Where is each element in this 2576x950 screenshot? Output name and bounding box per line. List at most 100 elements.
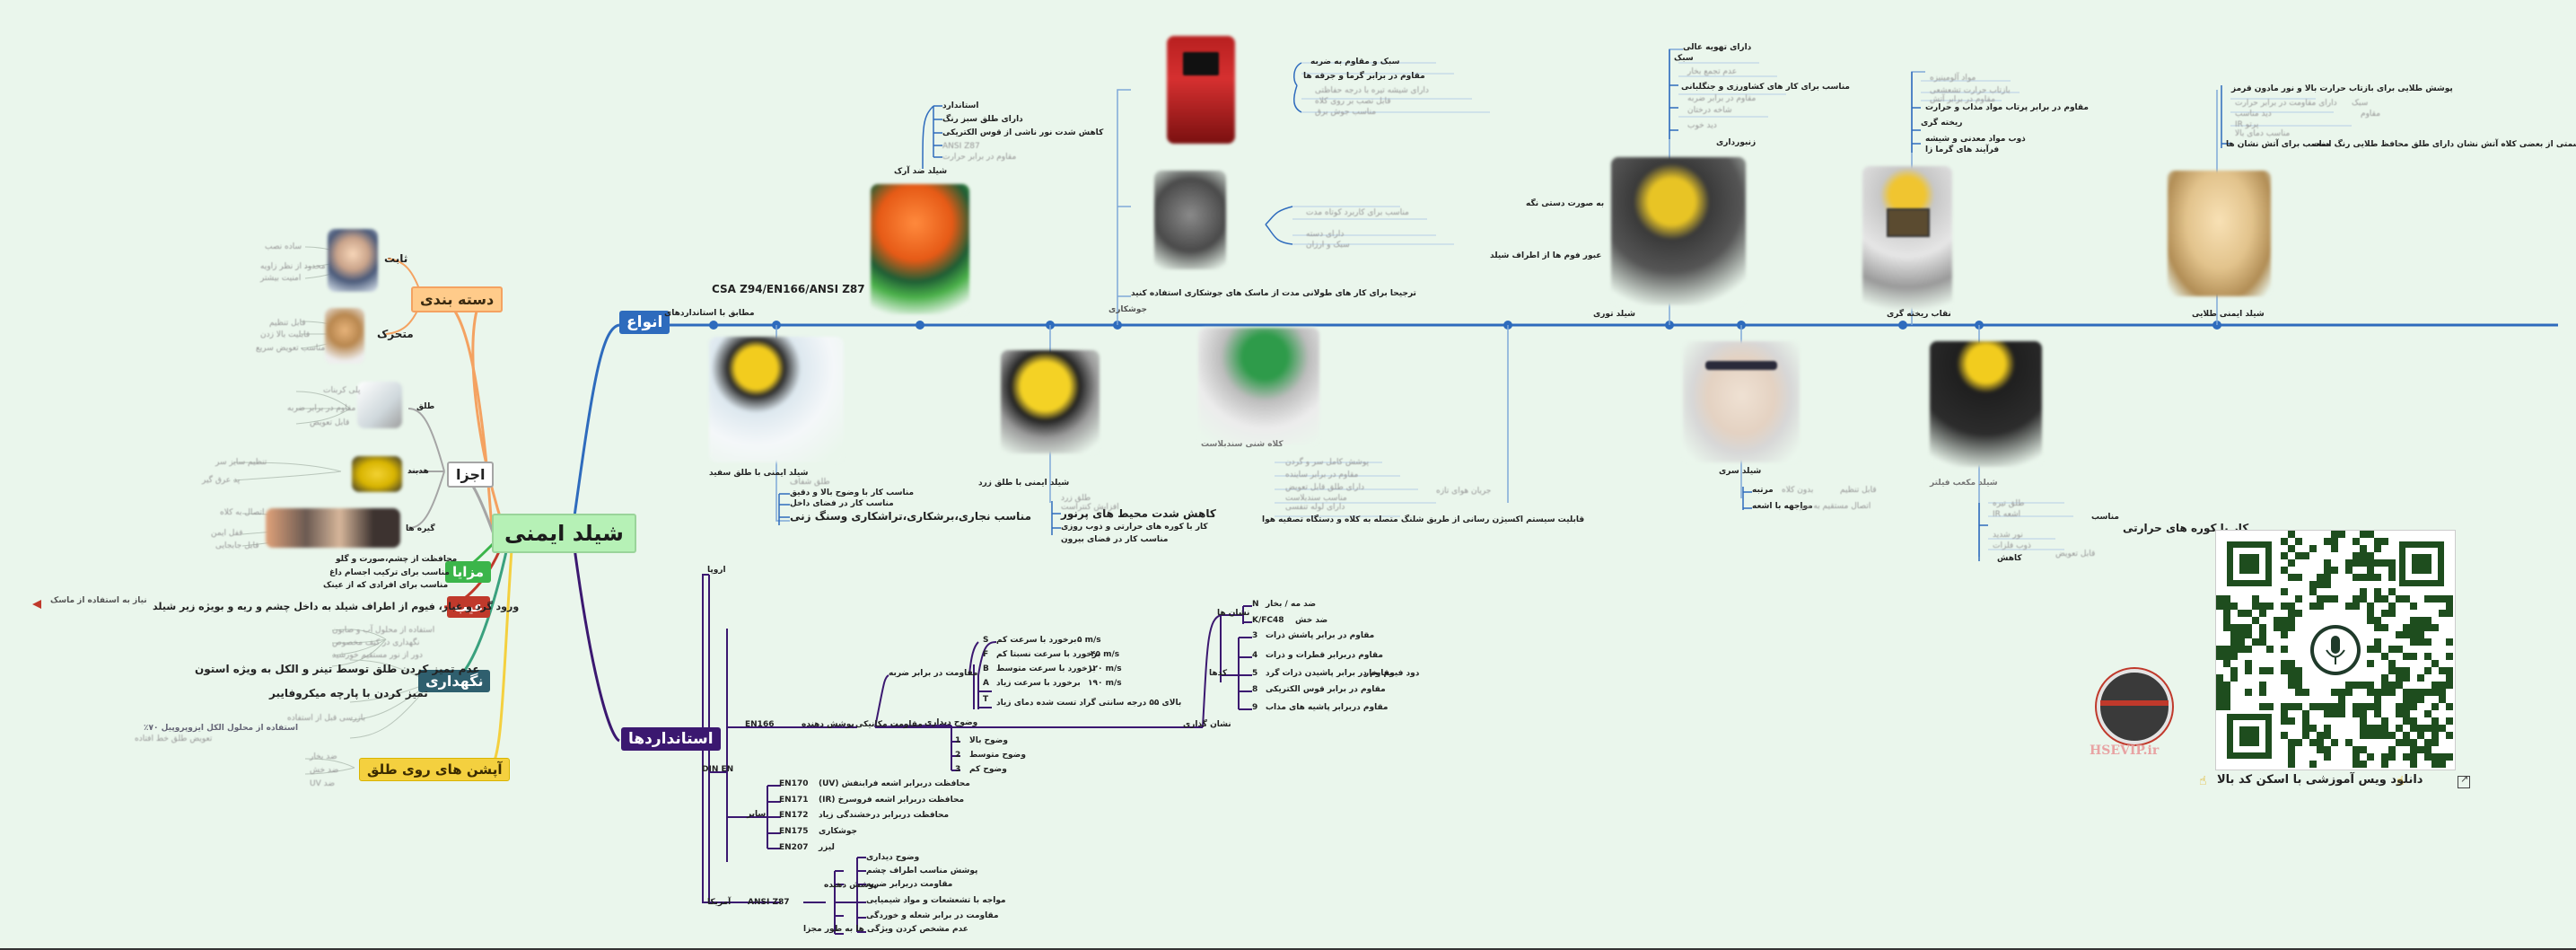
standards-marking: نشان گذاری xyxy=(1183,720,1231,729)
center-node: شیلد ایمنی xyxy=(492,514,636,553)
marking-desc-4: مقاوم دربرابر قطرات و ذرات xyxy=(1266,651,1383,660)
mesh-blur-2: مقاوم در برابر ضربه xyxy=(1687,94,1757,103)
clear-caption: شیلد ایمنی با طلق سفید xyxy=(709,469,809,478)
qr-code[interactable] xyxy=(2215,530,2456,770)
negahdari-blur-3: دور از نور مستقیم خورشید xyxy=(332,651,423,660)
sandblast-helmet-photo xyxy=(1198,328,1319,444)
marking-label-codes: کدها xyxy=(1209,669,1228,678)
melting-item-1: مقاوم در برابر پرتاب مواد مذاب و حرارت xyxy=(1925,103,2089,112)
headband-part-photo xyxy=(352,456,402,492)
arc-shield-photo xyxy=(871,184,969,314)
standards-impact: مقاومت در برابر ضربه xyxy=(889,669,978,678)
melting-blur-2: بازتاب حرارت تشعشعی xyxy=(1930,86,2011,95)
anva-standard-code: CSA Z94/EN166/ANSI Z87 xyxy=(712,283,865,295)
marking-code-8: 8 xyxy=(1252,685,1258,694)
gold-caption: شیلد ایمنی طلایی xyxy=(2192,310,2265,319)
standards-america: آمریکا xyxy=(707,898,732,907)
headband-blur-2: اتصال مستقیم به سر xyxy=(1800,502,1871,511)
en175-code: EN175 xyxy=(779,827,809,836)
options-blur-1: ضد بخار xyxy=(310,752,337,761)
welding-item-5: ترجیحا برای کار های طولانی مدت از ماسک ه… xyxy=(1131,289,1416,298)
gold-item-2: مناسب برای آتش نشان ها xyxy=(2226,140,2331,149)
mesh-caption: شیلد توری xyxy=(1593,310,1635,319)
external-link-arrow: ↗ xyxy=(2460,773,2469,785)
arc-caption: شیلد ضد آرک xyxy=(894,167,948,176)
ansi-row-1: وضوح دیداری xyxy=(866,853,920,862)
arc-blur-1: ANSI Z87 xyxy=(942,142,980,151)
melting-hood-window xyxy=(1887,208,1930,237)
welding-item-3: به صورت دستی نگه xyxy=(1526,199,1605,208)
melting-hood-photo xyxy=(1862,166,1952,310)
dasteh-blur-1: ساده نصب xyxy=(265,242,302,251)
sandblast-blur-2: مقاوم در برابر ساینده xyxy=(1285,471,1359,479)
ajza-hedband: هدبند xyxy=(407,467,429,476)
brand-logo xyxy=(2097,669,2172,744)
impact-speed-S: ۵ m/s xyxy=(1077,636,1101,645)
standards-optical: وضوح دیداری xyxy=(924,718,978,727)
en171-code: EN171 xyxy=(779,796,809,805)
dasteh-blur-5: قابلیت بالا زدن xyxy=(260,330,311,339)
headband-blur-3: قابل تنظیم xyxy=(1840,486,1877,495)
marking-desc-5: مقاوم در برابر پاشیدن ذرات گرد xyxy=(1266,669,1395,678)
visor-part-photo xyxy=(357,382,402,428)
standards-europe: اروپا xyxy=(707,566,726,575)
clear-shield-photo xyxy=(709,337,844,462)
qr-code-pattern xyxy=(2216,531,2455,770)
dark-blur-2: اشعه IR xyxy=(1993,510,2020,519)
external-link-icon[interactable] xyxy=(2458,776,2470,788)
marking-desc-N: ضد مه / بخار xyxy=(1266,600,1317,609)
gold-blur-2: دید مناسب xyxy=(2235,110,2272,119)
dark-shield-photo xyxy=(1930,341,2042,467)
yellow-item-2: کار با کوره های حرارتی و ذوب روزی xyxy=(1061,523,1208,532)
ajza-blur-1: پلی کربنات xyxy=(323,386,361,395)
headband-item-2: مواجهه با اشعه xyxy=(1752,502,1813,511)
en170-desc: محافظت دربرابر اشعه فرابنفش (UV) xyxy=(819,779,970,788)
ansi-row-4: مواجه با تشعشعات و مواد شیمیایی xyxy=(866,896,1006,905)
dasteh-thabet: ثابت xyxy=(384,252,408,265)
clip-part-photo xyxy=(266,508,400,548)
standards-en166: EN166 xyxy=(745,720,775,729)
standards-din-en: DIN EN xyxy=(702,765,734,774)
impact-code-F: F xyxy=(983,650,989,659)
mazaya-node: مزایا xyxy=(445,561,492,583)
yellow-blur-2: افزایش کنتراست xyxy=(1061,503,1119,512)
impact-code-A: A xyxy=(983,679,989,688)
melting-caption: نقاب ریخته گری xyxy=(1887,310,1951,319)
marking-code-K: K/FC48 xyxy=(1252,616,1284,625)
gold-blur-3: پرتو IR xyxy=(2235,120,2259,129)
gold-item-3: قسمتی از بعضی کلاه آتش نشان دارای طلق مح… xyxy=(2312,140,2576,149)
impact-desc-A: برخورد با سرعت زیاد xyxy=(996,679,1081,688)
dark-blur-3: نور شدید xyxy=(1993,531,2023,540)
mesh-item-4: زنبورداری xyxy=(1716,138,1757,147)
welding-item-1: سبک و مقاوم به ضربه xyxy=(1310,57,1400,66)
headband-item-1: مرتبه xyxy=(1752,486,1774,495)
negahdari-blur-1: استفاده از محلول آب و صابون xyxy=(332,626,435,635)
yellow-blur-1: طلق زرد xyxy=(1061,494,1091,503)
mesh-item-2: سبک xyxy=(1674,54,1694,63)
impact-desc-T: بالای ۵۵ درجه سانتی گراد تست شده دمای زی… xyxy=(996,699,1182,708)
marking-desc-8: مقاوم در برابر قوس الکتریکی xyxy=(1266,685,1386,694)
mesh-item-3: مناسب برای کار های کشاورزی و جنگلبانی xyxy=(1681,83,1850,92)
dasteh-node: دسته بندی xyxy=(411,286,504,312)
ansi-row-2: پوشش مناسب اطراف چشم xyxy=(866,866,978,875)
ajza-taq: طلق xyxy=(416,402,435,411)
welding-blur-2: قابل نصب بر روی کلاه xyxy=(1315,97,1391,106)
ajza-blur-7: قفل ایمن xyxy=(211,529,243,538)
mazaya-item-3: مناسب برای افرادی که از عینک xyxy=(323,581,449,590)
mesh-blur-1: عدم تجمع بخار xyxy=(1687,67,1738,76)
mesh-shield-photo xyxy=(1611,157,1746,305)
eib-node: عیب xyxy=(447,596,491,618)
headband-caption: شیلد سری xyxy=(1719,467,1762,476)
impact-code-B: B xyxy=(983,664,989,673)
anva-standard-label: مطابق با استانداردهای xyxy=(664,309,755,318)
optical-code-3: 3 xyxy=(955,765,961,774)
standards-ansi: ANSI Z87 xyxy=(748,898,790,907)
welding-blur-1: دارای شیشه تیره با درجه حفاظتی xyxy=(1315,86,1429,95)
yellow-item-3: مناسب کار در فضای بیرون xyxy=(1061,535,1169,544)
bottom-border xyxy=(0,948,2576,950)
sandblast-blur-4: مناسب سندبلاست xyxy=(1285,494,1347,503)
dasteh-blur-3: امنیت بیشتر xyxy=(260,274,302,283)
sandblast-caption: کلاه شنی سندبلاست xyxy=(1201,440,1284,449)
ajza-blur-2: مقاوم در برابر ضربه xyxy=(287,404,356,413)
